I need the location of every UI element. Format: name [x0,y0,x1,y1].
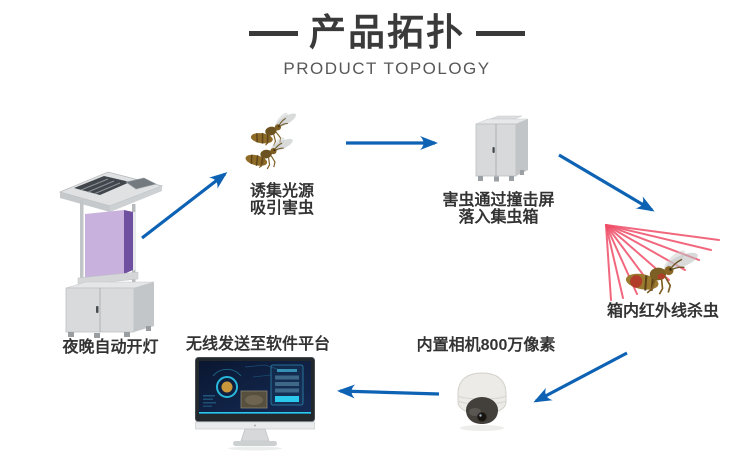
camera-illustration [457,372,507,431]
camera-node [454,370,510,437]
monitor-base [233,441,277,446]
arrow-box-to-infrared [558,153,655,212]
camera-label: 内置相机800万像素 [416,337,556,354]
infrared-label: 箱内红外线杀虫 [606,303,719,320]
door-handle [96,306,99,313]
killed-insect-icon [625,250,698,295]
box-handle [492,147,495,153]
attract-label-line2: 吸引害虫 [249,200,314,217]
infrared-node [596,220,726,309]
collection-box-label-line1: 害虫通过撞击屏 [442,192,555,209]
wasps-illustration [240,107,304,173]
attract-label: 诱集光源 吸引害虫 [212,183,352,217]
camera-lens-icon [477,412,487,422]
arrow-infrared-to-camera [533,351,628,403]
solar-panel-icon [74,176,130,195]
collection-box-label-line2: 落入集虫箱 [458,209,539,226]
login-panel [270,364,304,406]
trap-lamp-label: 夜晚自动开灯 [62,339,159,356]
monitor-stand [240,428,270,442]
title-right-dash [476,30,525,36]
platform-node [195,357,315,457]
camera-dome [466,397,498,424]
trap-lamp-node [50,162,168,343]
attract-label-line1: 诱集光源 [249,183,314,200]
page-subtitle: PRODUCT TOPOLOGY [283,58,491,78]
infrared-illustration [605,224,720,301]
arrow-camera-to-platform [337,384,440,399]
collection-box-label: 害虫通过撞击屏 落入集虫箱 [426,192,571,226]
page-title: 产品拓扑 [309,12,465,53]
collection-box-node [470,114,534,191]
header: 产品拓扑 PRODUCT TOPOLOGY [12,12,750,79]
uv-lamp-panel [85,210,124,278]
trap-lamp-illustration [58,171,164,338]
collection-box-illustration [475,115,529,182]
title-row: 产品拓扑 [12,12,750,54]
platform-label: 无线发送至软件平台 [185,336,330,353]
title-left-dash [249,30,298,36]
login-button-graphic [275,396,299,402]
monitor-illustration [195,357,315,451]
gauge-ring-icon [216,376,238,398]
attract-node [240,107,304,185]
